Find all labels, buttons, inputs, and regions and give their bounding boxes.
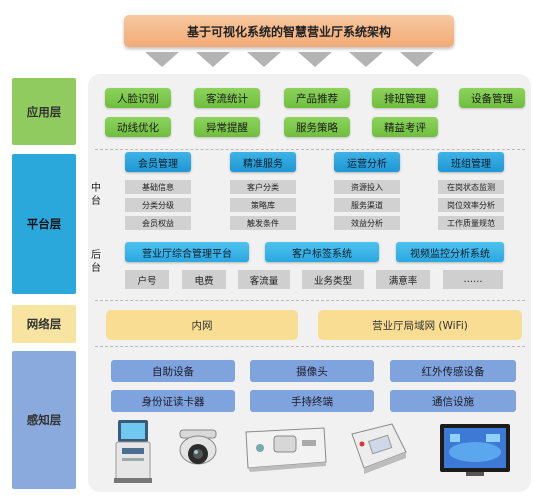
- middle-module-header: 班组管理: [438, 152, 504, 172]
- app-item: 客流统计: [194, 88, 260, 108]
- backend-system: 营业厅综合管理平台: [125, 242, 249, 262]
- data-field: 满意率: [376, 270, 430, 289]
- perception-item: 红外传感设备: [390, 360, 516, 382]
- display-screen-icon: [440, 424, 510, 476]
- perception-item: 手持终端: [250, 390, 374, 412]
- layer-divider: [95, 300, 525, 301]
- perception-item: 自助设备: [111, 360, 235, 382]
- down-arrow-icon: [349, 52, 383, 67]
- middle-platform-label: 中台: [91, 183, 101, 207]
- app-item: 服务策略: [284, 117, 350, 137]
- layer-label-network: 网络层: [12, 305, 76, 343]
- app-item: 动线优化: [105, 117, 171, 137]
- layer-label-perception: 感知层: [12, 351, 76, 489]
- module-item: 服务渠道: [334, 198, 400, 212]
- backend-system: 视频监控分析系统: [396, 242, 504, 262]
- module-item: 工作质量规范: [438, 216, 504, 230]
- module-item: 会员权益: [125, 216, 191, 230]
- module-item: 岗位效率分析: [438, 198, 504, 212]
- dome-camera-icon: [179, 429, 217, 465]
- app-item: 产品推荐: [284, 88, 350, 108]
- down-arrow-icon: [298, 52, 332, 67]
- module-item: 基础信息: [125, 180, 191, 194]
- module-item: 分类分级: [125, 198, 191, 212]
- module-item: 资源投入: [334, 180, 400, 194]
- module-item: 在岗状态监测: [438, 180, 504, 194]
- self-service-kiosk-icon: [114, 420, 152, 483]
- app-item: 排班管理: [372, 88, 438, 108]
- app-item: 异常提醒: [194, 117, 260, 137]
- middle-module-header: 精准服务: [230, 152, 296, 172]
- layer-divider: [95, 149, 525, 150]
- app-item: 设备管理: [459, 88, 525, 108]
- app-item: 人脸识别: [105, 88, 171, 108]
- diagram-title: 基于可视化系统的智慧营业厅系统架构: [124, 15, 454, 47]
- down-arrow-icon: [247, 52, 281, 67]
- backend-system: 客户标签系统: [265, 242, 379, 262]
- network-item: 内网: [106, 310, 298, 340]
- down-arrow-icon: [145, 52, 179, 67]
- down-arrow-icon: [400, 52, 434, 67]
- middle-module-header: 会员管理: [125, 152, 191, 172]
- network-item: 营业厅局域网 (WiFi): [318, 310, 522, 340]
- perception-item: 身份证读卡器: [111, 390, 235, 412]
- module-item: 客户分类: [230, 180, 296, 194]
- data-field: 客流量: [238, 270, 290, 289]
- data-field: 户号: [125, 270, 169, 289]
- module-item: 触发条件: [230, 216, 296, 230]
- data-field: 电费: [182, 270, 226, 289]
- perception-item: 摄像头: [250, 360, 374, 382]
- module-item: 策略库: [230, 198, 296, 212]
- perception-item: 通信设施: [390, 390, 516, 412]
- backend-platform-label: 后台: [91, 250, 101, 274]
- module-item: 效益分析: [334, 216, 400, 230]
- data-field: 业务类型: [302, 270, 364, 289]
- app-item: 精益考评: [372, 117, 438, 137]
- middle-module-header: 运营分析: [334, 152, 400, 172]
- id-card-reader-icon: [351, 423, 407, 474]
- down-arrow-icon: [196, 52, 230, 67]
- layer-label-app: 应用层: [12, 78, 76, 145]
- layer-label-platform: 平台层: [12, 154, 76, 294]
- layer-divider: [95, 346, 525, 347]
- data-field: ……: [443, 270, 503, 289]
- handheld-terminal-icon: [245, 427, 327, 472]
